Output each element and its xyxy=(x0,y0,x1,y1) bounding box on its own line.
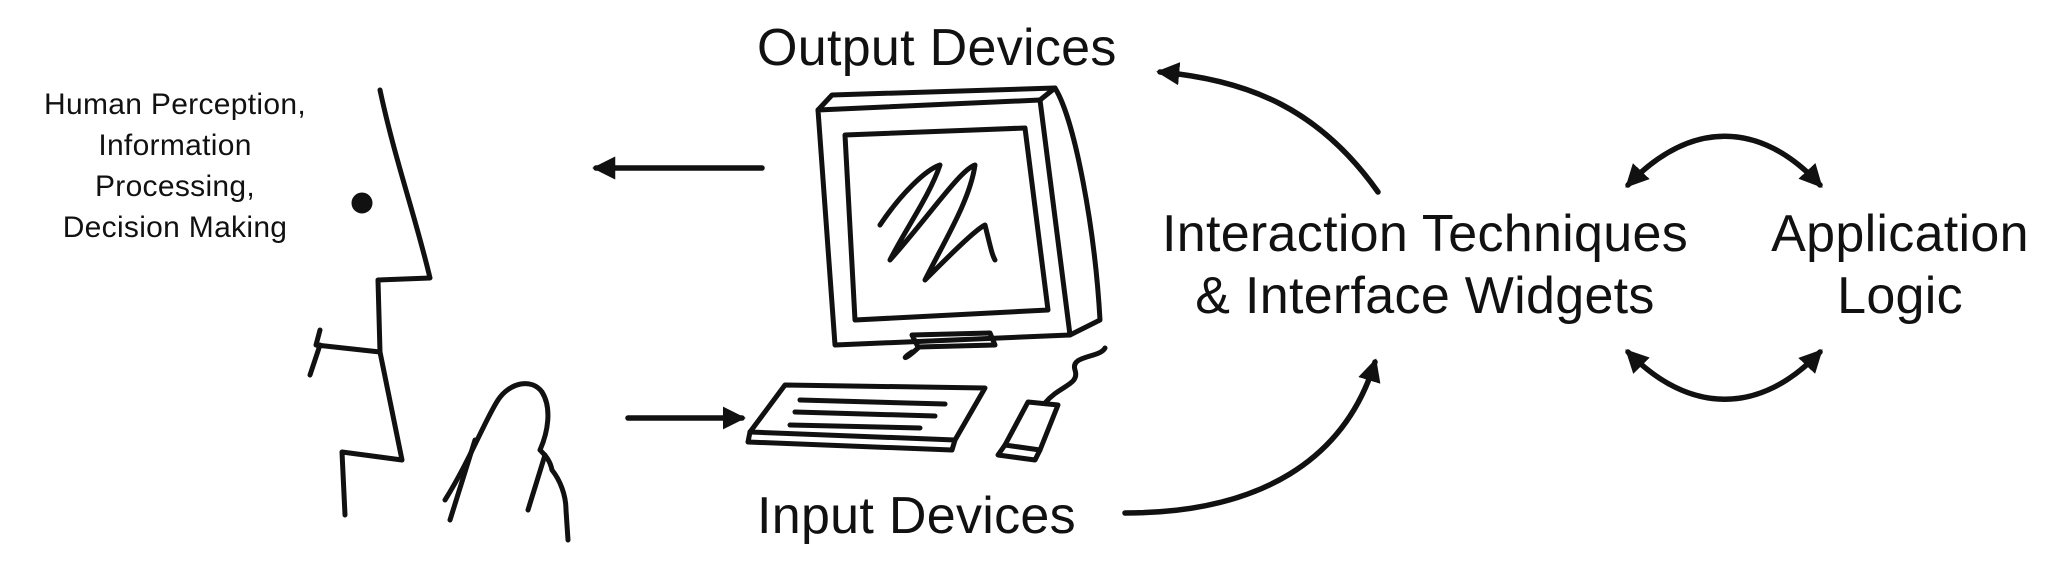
human-label-line-4: Decision Making xyxy=(62,211,288,244)
monitor-sketch xyxy=(815,85,1103,360)
arrow-logic-bottom-bidirectional xyxy=(1625,349,1823,402)
interaction-label-line-1: Interaction Techniques xyxy=(1162,205,1688,263)
interaction-label-line-2: & Interface Widgets xyxy=(1195,267,1655,325)
mouse-sketch xyxy=(995,345,1108,463)
input-devices-label: Input Devices xyxy=(757,487,1076,545)
arrow-logic-top-bidirectional xyxy=(1625,133,1823,188)
application-label-line-2: Logic xyxy=(1837,267,1963,325)
arrow-input-to-interaction xyxy=(1122,358,1381,516)
hand-sketch xyxy=(442,381,571,543)
output-devices-label: Output Devices xyxy=(757,19,1117,77)
application-label-line-1: Application xyxy=(1771,205,2029,263)
keyboard-sketch xyxy=(745,382,988,453)
human-label-line-1: Human Perception, xyxy=(44,88,306,121)
human-profile-sketch xyxy=(307,87,433,518)
human-label-line-2: Information xyxy=(98,129,252,162)
interaction-techniques-label: Interaction Techniques & Interface Widge… xyxy=(1145,203,1705,327)
human-perception-label: Human Perception, Information Processing… xyxy=(15,84,335,248)
human-label-line-3: Processing, xyxy=(94,170,256,203)
application-logic-label: Application Logic xyxy=(1755,203,2045,327)
arrow-to-output-devices xyxy=(1156,62,1381,195)
